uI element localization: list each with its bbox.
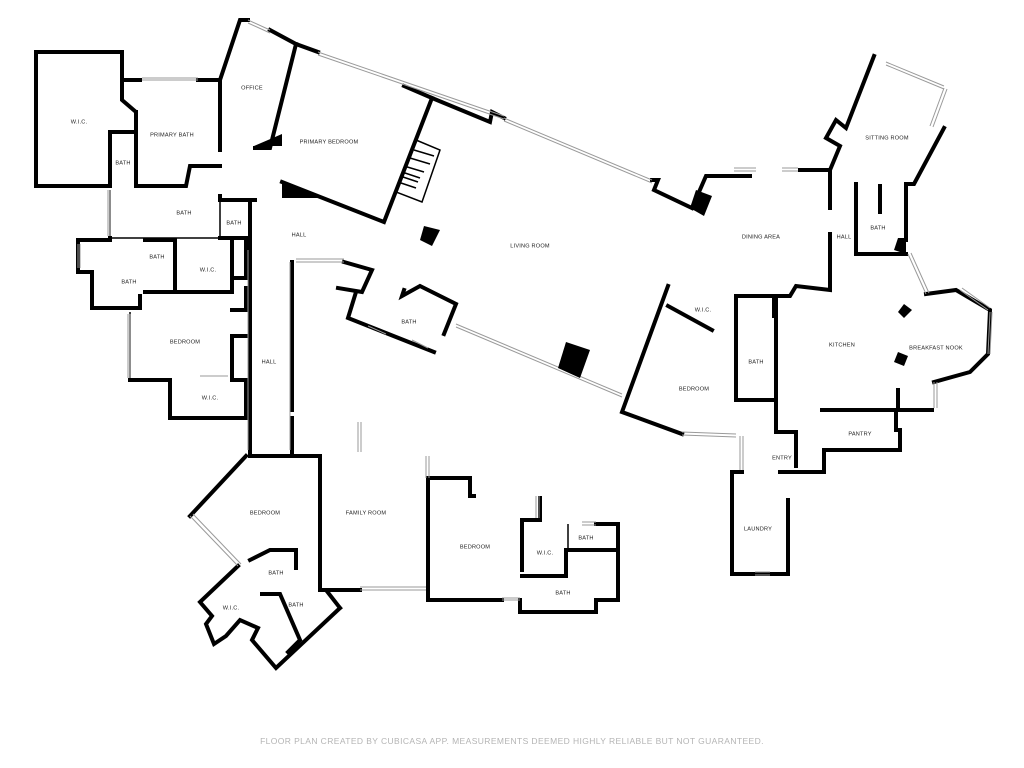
room-label-family-room: FAMILY ROOM	[346, 510, 387, 516]
room-label-pantry: PANTRY	[848, 431, 871, 437]
room-label-wic: W.I.C.	[695, 307, 712, 313]
fireplace	[395, 139, 441, 203]
room-label-living-room: LIVING ROOM	[510, 243, 550, 249]
room-label-bedroom: BEDROOM	[170, 339, 200, 345]
solid-fixtures	[254, 134, 912, 378]
room-label-bath: BATH	[268, 570, 283, 576]
primary-living-walls	[253, 27, 752, 611]
room-label-bath: BATH	[748, 359, 763, 365]
room-label-wic: W.I.C.	[202, 395, 219, 401]
room-label-hall: HALL	[292, 232, 307, 238]
windows	[77, 19, 993, 601]
room-label-bath: BATH	[149, 254, 164, 260]
room-label-bath: BATH	[226, 220, 241, 226]
room-label-sitting-room: SITTING ROOM	[865, 135, 909, 141]
room-label-breakfast-nook: BREAKFAST NOOK	[909, 345, 963, 351]
room-label-wic: W.I.C.	[223, 605, 240, 611]
room-label-hall: HALL	[262, 359, 277, 365]
room-label-primary-bath: PRIMARY BATH	[150, 132, 194, 138]
room-label-bath: BATH	[176, 210, 191, 216]
left-wing-walls	[34, 18, 292, 458]
room-label-dining-area: DINING AREA	[742, 234, 780, 240]
room-label-bedroom: BEDROOM	[460, 544, 490, 550]
room-label-office: OFFICE	[241, 85, 263, 91]
room-label-bath: BATH	[115, 160, 130, 166]
room-label-kitchen: KITCHEN	[829, 342, 855, 348]
room-label-bath: BATH	[555, 590, 570, 596]
room-label-bath: BATH	[870, 225, 885, 231]
room-label-bedroom: BEDROOM	[679, 386, 709, 392]
room-label-wic: W.I.C.	[200, 267, 217, 273]
middle-bedroom-walls	[426, 476, 620, 614]
room-labels: W.I.C. PRIMARY BATH OFFICE PRIMARY BEDRO…	[71, 85, 963, 611]
room-label-wic: W.I.C.	[71, 119, 88, 125]
bottom-left-walls	[187, 453, 343, 671]
room-label-bath: BATH	[121, 279, 136, 285]
room-label-wic: W.I.C.	[537, 550, 554, 556]
room-label-bath: BATH	[401, 319, 416, 325]
room-label-bath: BATH	[578, 535, 593, 541]
room-label-entry: ENTRY	[772, 455, 792, 461]
room-label-hall: HALL	[837, 234, 852, 240]
room-label-primary-bedroom: PRIMARY BEDROOM	[300, 139, 359, 145]
room-label-bath: BATH	[288, 602, 303, 608]
right-wing-walls	[619, 53, 993, 576]
room-label-bedroom: BEDROOM	[250, 510, 280, 516]
footer-disclaimer: FLOOR PLAN CREATED BY CUBICASA APP. MEAS…	[260, 736, 764, 746]
room-label-laundry: LAUNDRY	[744, 526, 772, 532]
